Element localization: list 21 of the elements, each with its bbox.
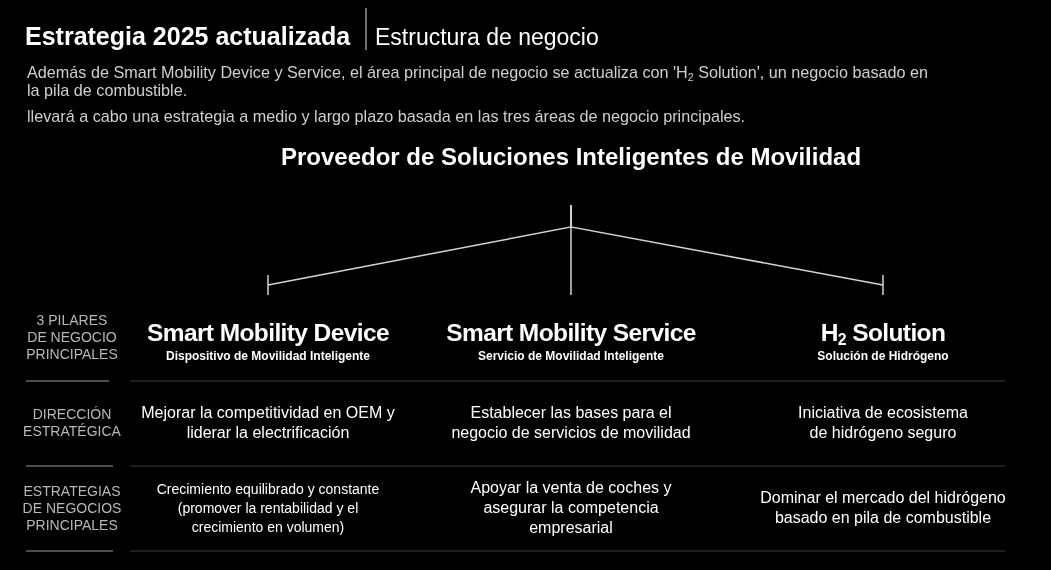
pillar-title: H$_{2}$ Solution (819, 318, 947, 348)
slide-title: Estrategia 2025 actualizada (25, 22, 351, 51)
intro-paragraph: llevará a cabo una estrategia a medio y largo plazo basada en las tres áreas de negocio principales. (27, 107, 747, 125)
row-header: 3 PILARES DE NEGOCIO PRINCIPALES (26, 311, 118, 363)
row-header: DIRECCIÓN ESTRATÉGICA (22, 406, 122, 440)
strategy-text: Iniciativa de ecosistema de hidrógeno seguro (797, 403, 969, 443)
strategy-text: Apoyar la venta de coches y asegurar la competencia empresarial (469, 478, 673, 538)
strategy-text: Mejorar la competitividad en OEM y liderar la electrificación (140, 403, 396, 443)
slide-subtitle: Estructura de negocio (375, 24, 599, 51)
connector-line (570, 204, 884, 296)
main-heading: Proveedor de Soluciones Inteligentes de Movilidad (280, 143, 862, 171)
intro-paragraph: Además de Smart Mobility Device y Service, el área principal de negocio se actualiza con 'H$_{2}$ Solution', un negocio basado en la pila de combustible. (27, 63, 930, 99)
strategy-text: Dominar el mercado del hidrógeno basado en pila de combustible (759, 488, 1007, 528)
pillar-title: Smart Mobility Device (146, 318, 390, 348)
pillar-subtitle: Solución de Hidrógeno (816, 349, 950, 364)
pillar-title: Smart Mobility Service (445, 318, 697, 348)
strategy-text: Establecer las bases para el negocio de servicios de movilidad (450, 403, 692, 443)
row-header: ESTRATEGIAS DE NEGOCIOS PRINCIPALES (21, 482, 123, 534)
pillar-subtitle: Dispositivo de Movilidad Inteligente (165, 349, 371, 364)
pillar-subtitle: Servicio de Movilidad Inteligente (476, 349, 665, 364)
strategy-text: Crecimiento equilibrado y constante (promover la rentabilidad y el crecimiento en volumen) (155, 479, 381, 537)
